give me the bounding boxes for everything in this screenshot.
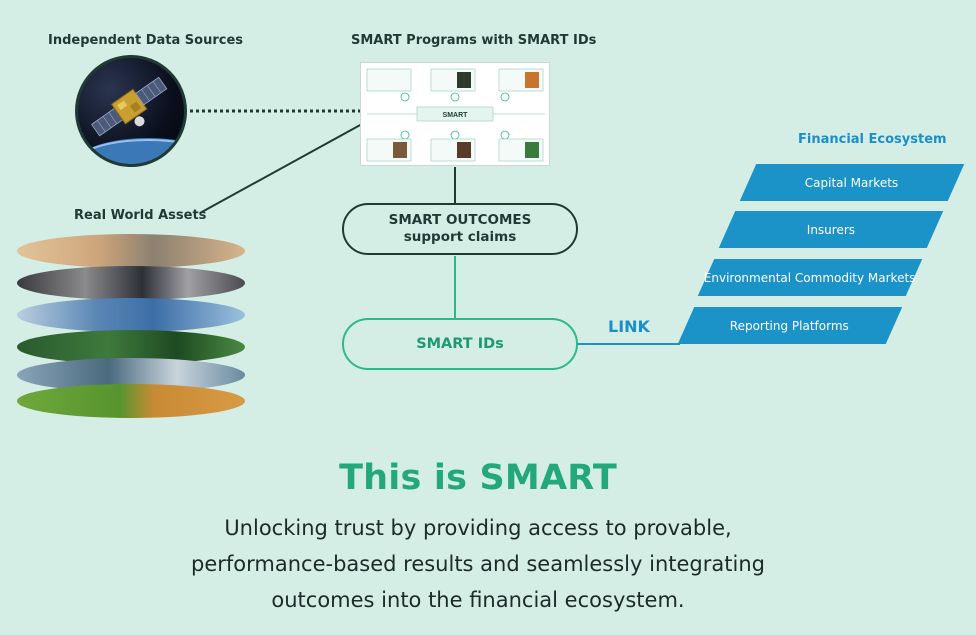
smart-ids-box: SMART IDs xyxy=(342,318,578,370)
financial-item-insurers: Insurers xyxy=(719,211,943,248)
smart-programs-diagram: SMART xyxy=(360,62,550,166)
programs-thumbnail: SMART xyxy=(361,63,550,166)
link-label: LINK xyxy=(608,317,650,336)
financial-item-label: Environmental Commodity Markets xyxy=(704,271,916,285)
smart-outcomes-box: SMART OUTCOMES support claims xyxy=(342,203,578,255)
asset-layer-buildings xyxy=(17,298,245,332)
smart-outcomes-line1: SMART OUTCOMES xyxy=(389,212,532,229)
smart-outcomes-line2: support claims xyxy=(404,229,517,246)
smart-programs-label: SMART Programs with SMART IDs xyxy=(351,33,596,48)
headline: This is SMART xyxy=(0,458,956,498)
subtext-line-1: Unlocking trust by providing access to p… xyxy=(0,510,956,546)
program-card-title: SMART xyxy=(443,112,469,119)
financial-item-label: Capital Markets xyxy=(805,176,898,190)
asset-layer-industrial xyxy=(17,234,245,268)
financial-item-environmental-commodity-markets: Environmental Commodity Markets xyxy=(698,259,922,296)
financial-item-reporting-platforms: Reporting Platforms xyxy=(678,307,902,344)
smart-ids-label: SMART IDs xyxy=(416,336,504,352)
financial-item-label: Reporting Platforms xyxy=(730,319,849,333)
financial-ecosystem-title: Financial Ecosystem xyxy=(798,132,947,147)
financial-item-label: Insurers xyxy=(807,223,855,237)
asset-layer-mining xyxy=(17,266,245,300)
subtext: Unlocking trust by providing access to p… xyxy=(0,510,956,618)
subtext-line-2: performance-based results and seamlessly… xyxy=(0,546,956,582)
asset-layer-agriculture xyxy=(17,384,245,418)
financial-item-capital-markets: Capital Markets xyxy=(740,164,964,201)
asset-layers-icon xyxy=(0,0,260,430)
subtext-line-3: outcomes into the financial ecosystem. xyxy=(0,582,956,618)
